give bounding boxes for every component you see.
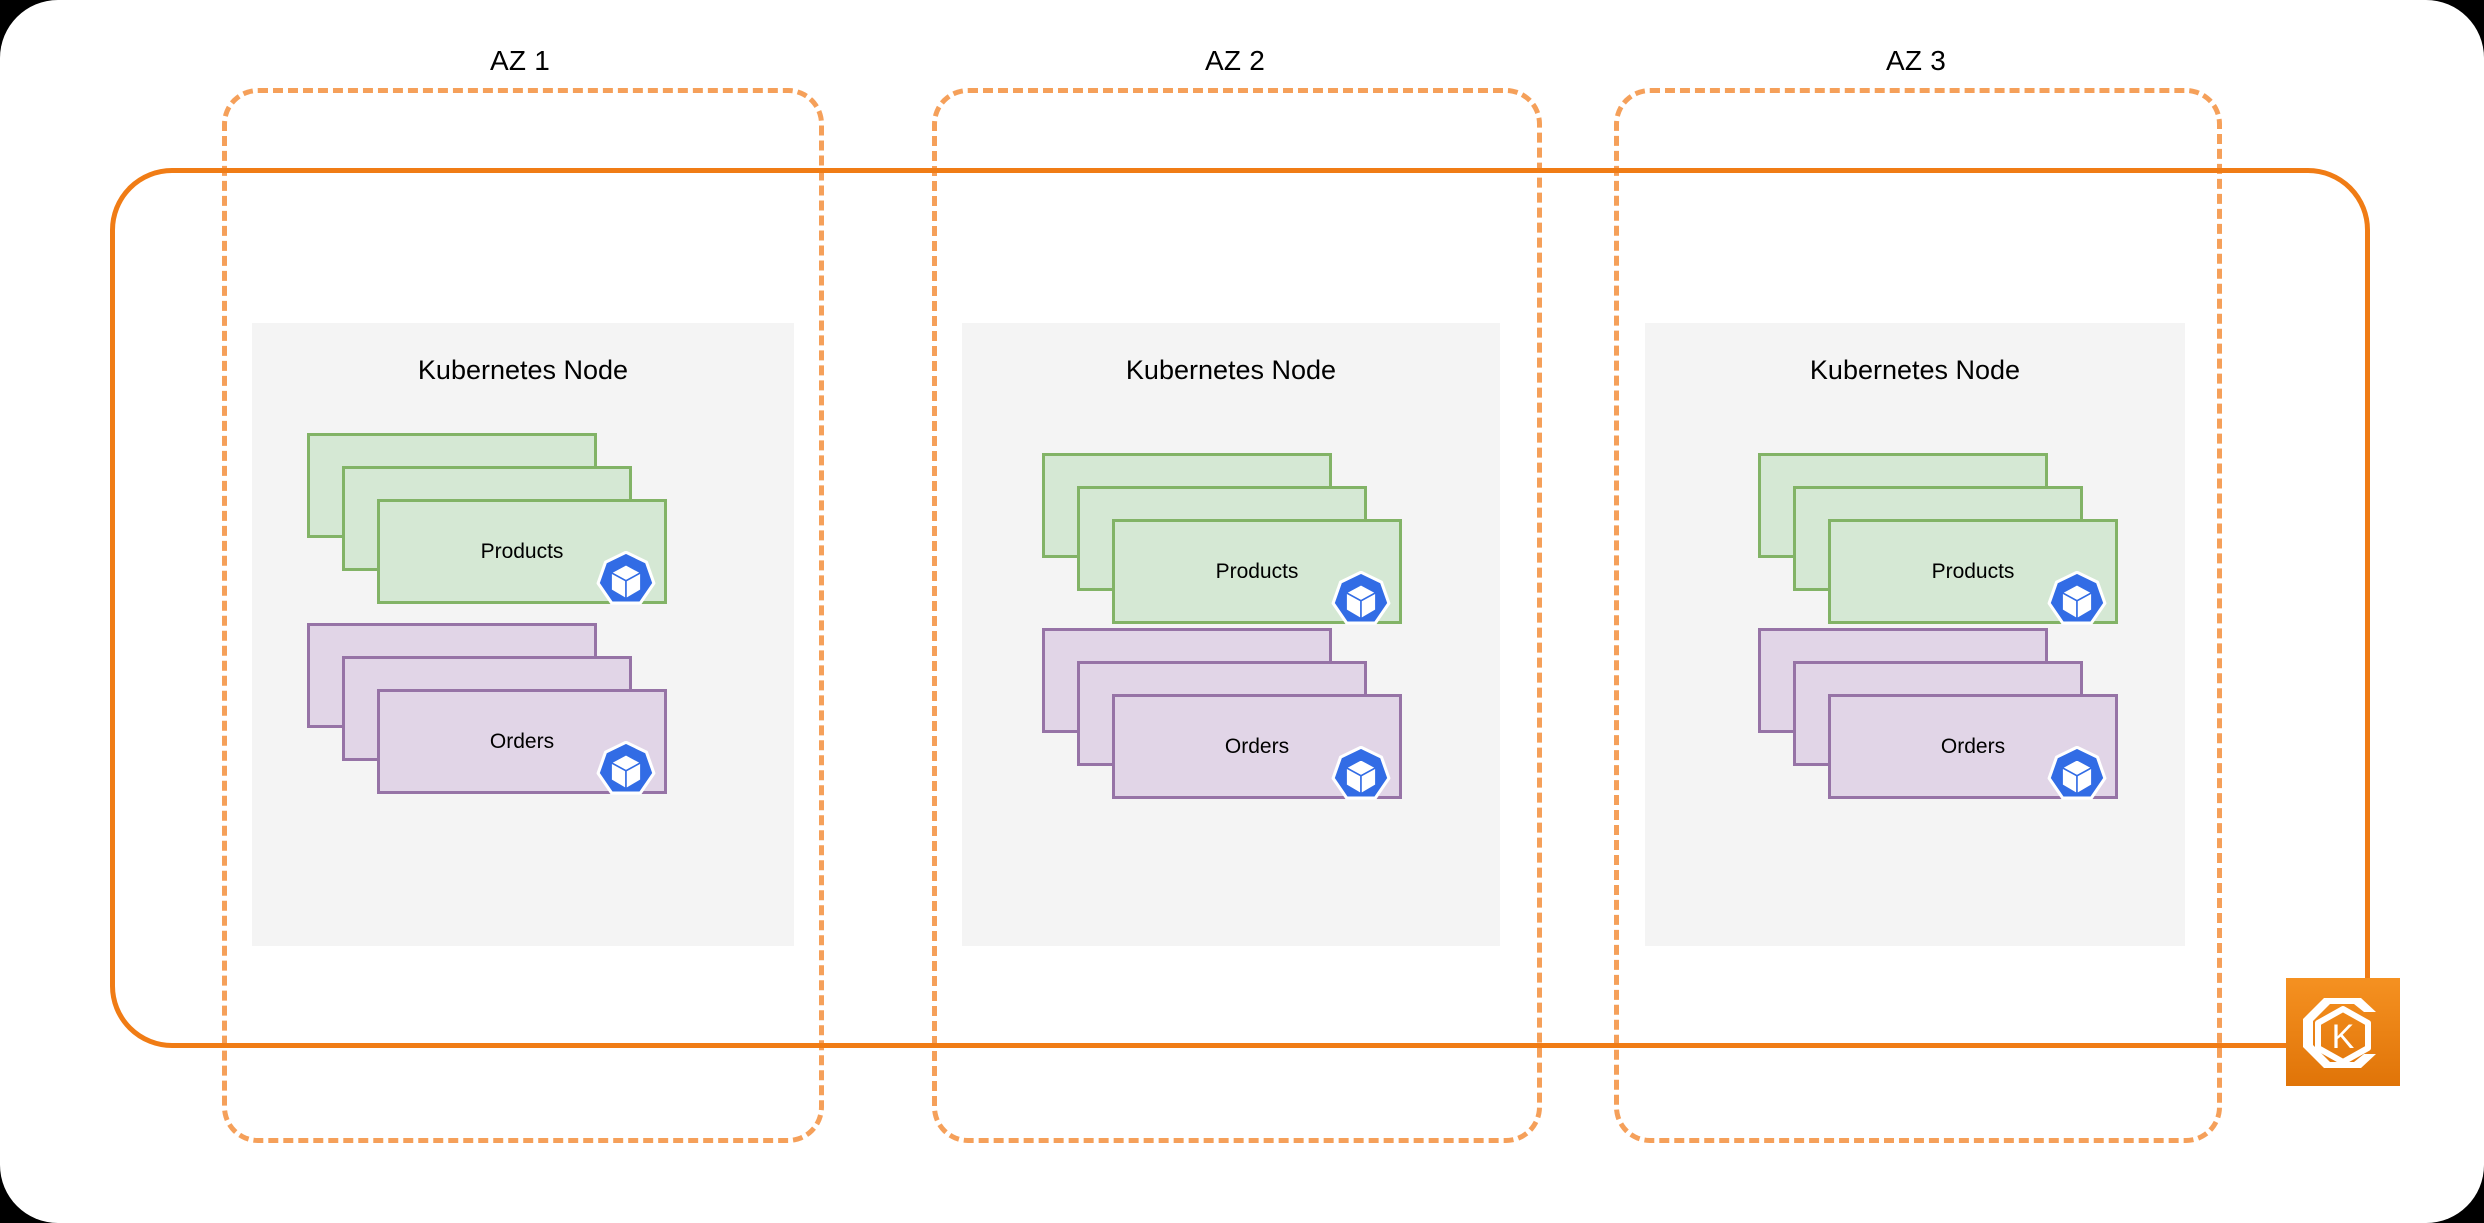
pod-stack-products-3[interactable]: Products <box>1758 453 2118 625</box>
node-title-1: Kubernetes Node <box>417 355 629 385</box>
pod-stack-orders-2[interactable]: Orders <box>1042 628 1402 800</box>
pod-stack-label: Orders <box>1224 734 1290 758</box>
pod-stack-label: Products <box>480 539 564 563</box>
kubernetes-pod-icon <box>595 551 657 613</box>
az-label-3: AZ 3 <box>1886 45 1946 76</box>
kubernetes-pod-icon <box>595 741 657 803</box>
eks-logo-letter: K <box>2332 1018 2355 1056</box>
pod-stack-orders-1[interactable]: Orders <box>307 623 667 795</box>
pod-stack-products-1[interactable]: Products <box>307 433 667 605</box>
pod-stack-products-2[interactable]: Products <box>1042 453 1402 625</box>
az-boundary-2 <box>932 88 1542 1143</box>
node-title-2: Kubernetes Node <box>1125 355 1337 385</box>
kubernetes-pod-icon <box>1330 746 1392 808</box>
kubernetes-node-panel-1: Kubernetes Node Products <box>252 323 794 946</box>
pod-stack-label: Products <box>1215 559 1299 583</box>
kubernetes-pod-icon <box>2046 746 2108 808</box>
kubernetes-node-panel-3: Kubernetes Node Products Orders <box>1645 323 2185 946</box>
pod-stack-orders-3[interactable]: Orders <box>1758 628 2118 800</box>
kubernetes-pod-icon <box>1330 571 1392 633</box>
pod-stack-label: Products <box>1931 559 2015 583</box>
kubernetes-node-panel-2: Kubernetes Node Products Orders <box>962 323 1500 946</box>
az-label-2: AZ 2 <box>1205 45 1265 76</box>
pod-stack-label: Orders <box>1940 734 2006 758</box>
node-title-3: Kubernetes Node <box>1809 355 2021 385</box>
kubernetes-pod-icon <box>2046 571 2108 633</box>
az-boundary-3 <box>1614 88 2222 1143</box>
amazon-eks-icon: K <box>2286 978 2400 1086</box>
pod-stack-label: Orders <box>489 729 555 753</box>
az-label-1: AZ 1 <box>490 45 550 76</box>
az-boundary-1 <box>222 88 824 1143</box>
